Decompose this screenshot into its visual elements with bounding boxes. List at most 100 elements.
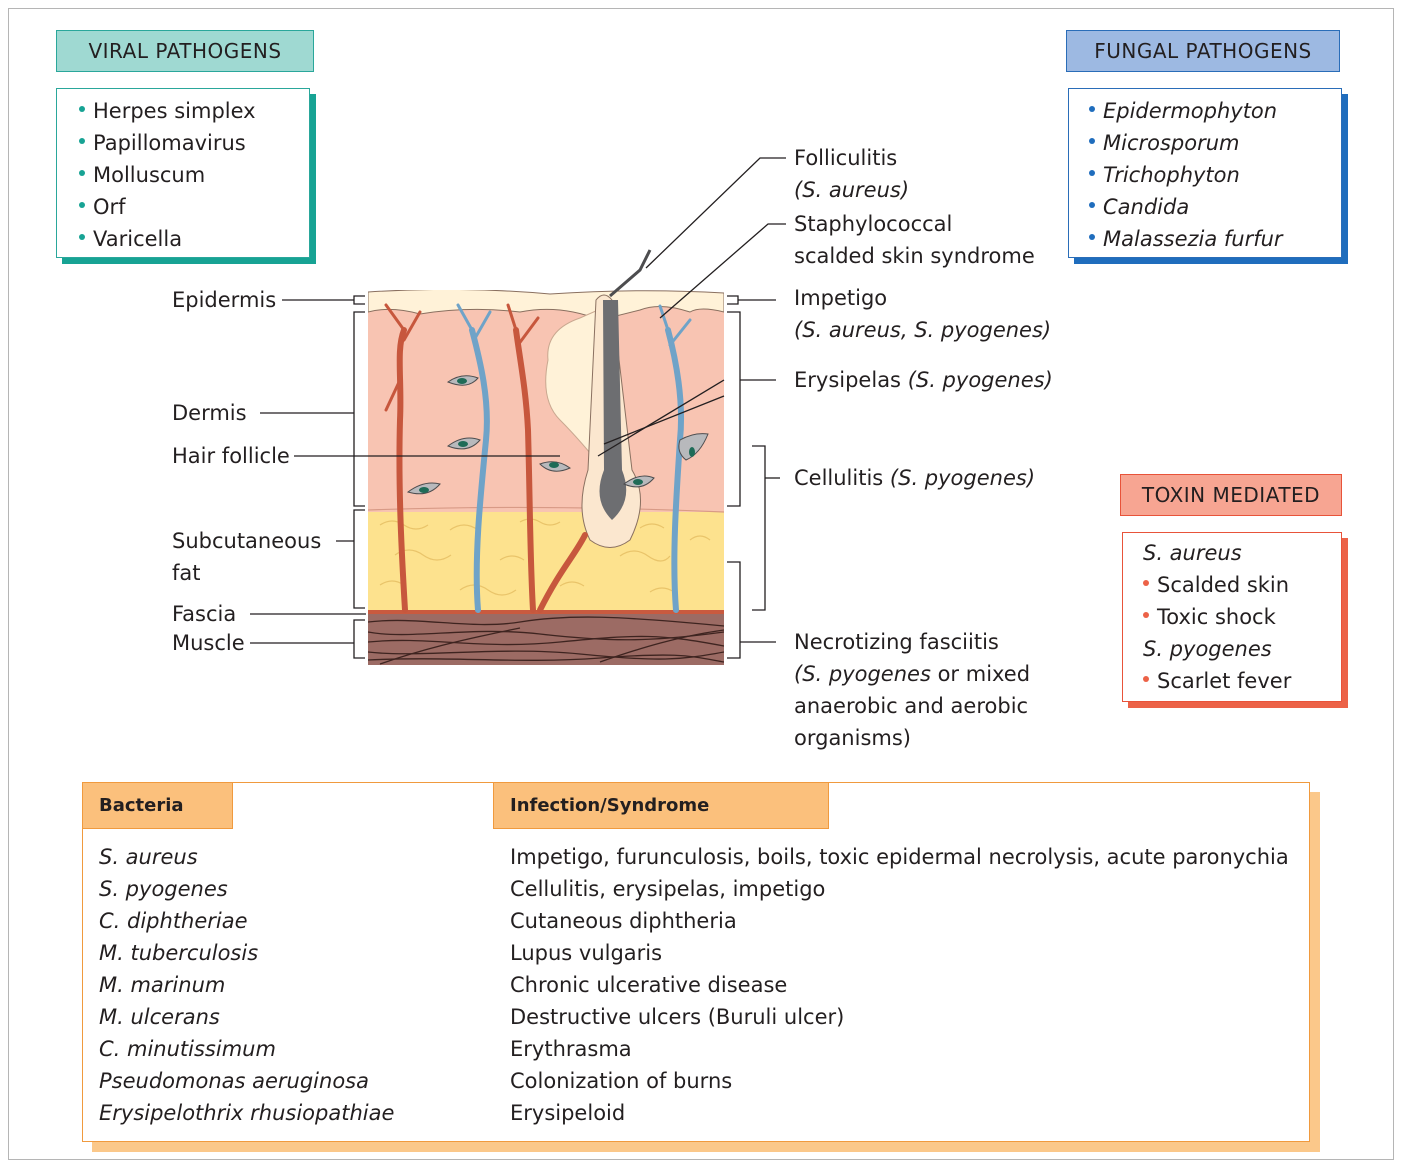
list-item: Candida: [1089, 191, 1341, 223]
infection-column: Impetigo, furunculosis, boils, toxic epi…: [510, 841, 1289, 1129]
necrotizing-organism-rest: or mixed: [930, 662, 1031, 686]
bullet-dot-icon: [79, 202, 85, 208]
bullet-dot-icon: [1143, 580, 1149, 586]
table-cell-infection: Erythrasma: [510, 1037, 632, 1061]
bullet-dot-icon: [79, 138, 85, 144]
list-item-text: Orf: [93, 195, 126, 219]
bullet-dot-icon: [79, 170, 85, 176]
table-cell-bacteria: M. tuberculosis: [99, 941, 259, 965]
list-item: Trichophyton: [1089, 159, 1341, 191]
dermis-layer: [368, 300, 724, 512]
list-item: Scarlet fever: [1143, 665, 1341, 697]
list-item-text: Microsporum: [1103, 131, 1240, 155]
table-cell-infection: Cellulitis, erysipelas, impetigo: [510, 877, 826, 901]
list-item-text: Epidermophyton: [1103, 99, 1278, 123]
list-item-text: Trichophyton: [1103, 163, 1240, 187]
list-item: Molluscum: [79, 159, 309, 191]
list-item: Herpes simplex: [79, 95, 309, 127]
erysipelas-organism: (S. pyogenes): [907, 368, 1053, 392]
label-impetigo-organism: (S. aureus, S. pyogenes): [794, 318, 1052, 342]
list-item-text: Papillomavirus: [93, 131, 246, 155]
list-item-text: Toxic shock: [1157, 605, 1276, 629]
list-item: Scalded skin: [1143, 569, 1341, 601]
fascia-layer: [368, 608, 724, 614]
table-cell-infection: Chronic ulcerative disease: [510, 973, 788, 997]
table-header-infection: Infection/Syndrome: [493, 783, 829, 829]
label-erysipelas: Erysipelas (S. pyogenes): [794, 364, 1053, 396]
table-header-bacteria: Bacteria: [83, 783, 233, 829]
table-cell-bacteria: Erysipelothrix rhusiopathiae: [99, 1101, 395, 1125]
table-cell-bacteria: M. marinum: [99, 973, 226, 997]
bullet-dot-icon: [1143, 676, 1149, 682]
bullet-dot-icon: [1089, 138, 1095, 144]
label-necrotizing-3: anaerobic and aerobic: [794, 694, 1029, 718]
skin-cross-section-diagram: [250, 157, 786, 665]
list-item: S. aureus: [1143, 537, 1341, 569]
label-cellulitis: Cellulitis (S. pyogenes): [794, 462, 1035, 494]
table-cell-infection: Destructive ulcers (Buruli ulcer): [510, 1005, 845, 1029]
list-item: Toxic shock: [1143, 601, 1341, 633]
table-cell-bacteria: Pseudomonas aeruginosa: [99, 1069, 369, 1093]
toxin-mediated-header: TOXIN MEDIATED: [1120, 474, 1347, 521]
cellulitis-name: Cellulitis: [794, 466, 890, 490]
list-item: Varicella: [79, 223, 309, 255]
bullet-dot-icon: [1089, 106, 1095, 112]
list-item-text: Malassezia furfur: [1103, 227, 1283, 251]
label-folliculitis: Folliculitis: [794, 146, 898, 170]
bullet-dot-icon: [1143, 612, 1149, 618]
table-cell-infection: Erysipeloid: [510, 1101, 626, 1125]
list-item: Microsporum: [1089, 127, 1341, 159]
label-ssss-2: scalded skin syndrome: [794, 244, 1035, 268]
bullet-dot-icon: [79, 234, 85, 240]
label-necrotizing-4: organisms): [794, 726, 911, 750]
bullet-dot-icon: [79, 106, 85, 112]
list-item-text: Scalded skin: [1157, 573, 1290, 597]
list-item-text: Candida: [1103, 195, 1190, 219]
table-cell-bacteria: C. diphtheriae: [99, 909, 248, 933]
bullet-dot-icon: [1089, 202, 1095, 208]
label-subcutaneous-fat: fat: [172, 561, 201, 585]
list-item-text: Scarlet fever: [1157, 669, 1292, 693]
list-item: Epidermophyton: [1089, 95, 1341, 127]
list-item-text: Molluscum: [93, 163, 206, 187]
label-fascia: Fascia: [172, 602, 237, 626]
label-dermis: Dermis: [172, 401, 247, 425]
label-hair-follicle: Hair follicle: [172, 444, 290, 468]
fungal-pathogens-header: FUNGAL PATHOGENS: [1066, 30, 1345, 77]
hair-strand: [609, 249, 652, 298]
table-cell-bacteria: M. ulcerans: [99, 1005, 220, 1029]
list-item: S. pyogenes: [1143, 633, 1341, 665]
table-cell-infection: Cutaneous diphtheria: [510, 909, 737, 933]
viral-pathogens-header: VIRAL PATHOGENS: [56, 30, 319, 77]
list-item-text: Herpes simplex: [93, 99, 256, 123]
cellulitis-organism: (S. pyogenes): [889, 466, 1036, 490]
list-item-text: S. aureus: [1143, 541, 1242, 565]
table-cell-infection: Lupus vulgaris: [510, 941, 663, 965]
list-item: Papillomavirus: [79, 127, 309, 159]
list-item-text: Varicella: [93, 227, 183, 251]
table-cell-infection: Impetigo, furunculosis, boils, toxic epi…: [510, 845, 1289, 869]
bullet-dot-icon: [1089, 234, 1095, 240]
label-necrotizing-fasciitis: Necrotizing fasciitis: [794, 630, 999, 654]
list-item: Orf: [79, 191, 309, 223]
label-necrotizing-organism: (S. pyogenes or mixed: [794, 658, 1030, 690]
muscle-layer: [368, 612, 724, 665]
list-item-text: S. pyogenes: [1143, 637, 1272, 661]
hair-shaft: [599, 300, 627, 520]
list-item: Malassezia furfur: [1089, 223, 1341, 255]
necrotizing-organism-italic: (S. pyogenes: [794, 662, 931, 686]
table-cell-bacteria: S. pyogenes: [99, 877, 228, 901]
erysipelas-name: Erysipelas: [794, 368, 908, 392]
table-cell-infection: Colonization of burns: [510, 1069, 733, 1093]
bullet-dot-icon: [1089, 170, 1095, 176]
label-subcutaneous: Subcutaneous: [172, 529, 322, 553]
label-epidermis: Epidermis: [172, 288, 277, 312]
